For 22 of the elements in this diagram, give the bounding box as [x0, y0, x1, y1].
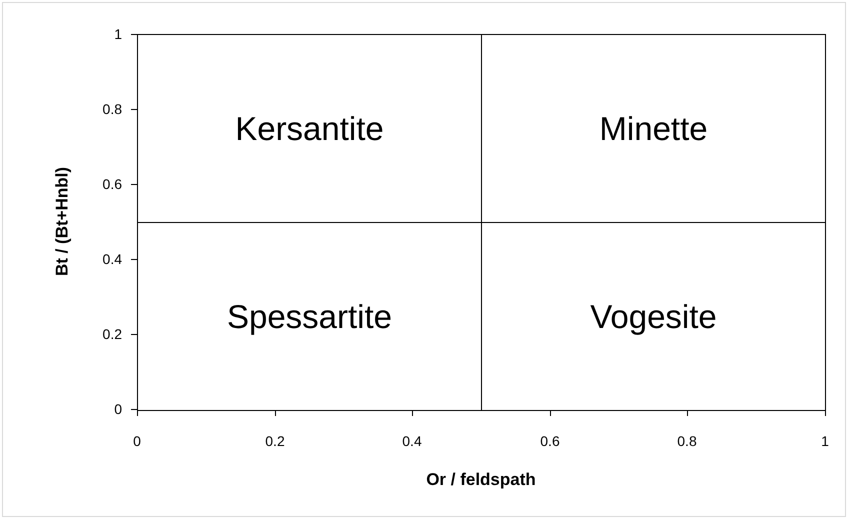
classification-field [137, 34, 482, 223]
tick-label: 0.6 [539, 434, 561, 448]
tick-label: 0.2 [264, 434, 286, 448]
tick-label: 1 [820, 434, 830, 448]
tick-label: 0.8 [102, 102, 122, 116]
axis-title: Bt / (Bt+Hnbl) [54, 166, 70, 278]
tick-label: 0.6 [102, 177, 122, 191]
tick-label: 0.8 [676, 434, 698, 448]
tick-label: 0 [113, 402, 122, 416]
axis-title: Or / feldspath [425, 471, 537, 488]
tick-label: 0.4 [401, 434, 423, 448]
tick-label: 0.2 [102, 327, 122, 341]
classification-field [481, 34, 826, 223]
rock-name: Spessartite [226, 300, 392, 333]
tick-label: 1 [113, 27, 122, 41]
rock-name: Vogesite [590, 300, 717, 333]
classification-field [481, 222, 826, 411]
classification-field [137, 222, 482, 411]
tick-label: 0 [132, 434, 142, 448]
tick-label: 0.4 [102, 252, 122, 266]
rock-name: Kersantite [235, 112, 384, 145]
rock-name: Minette [599, 112, 708, 145]
